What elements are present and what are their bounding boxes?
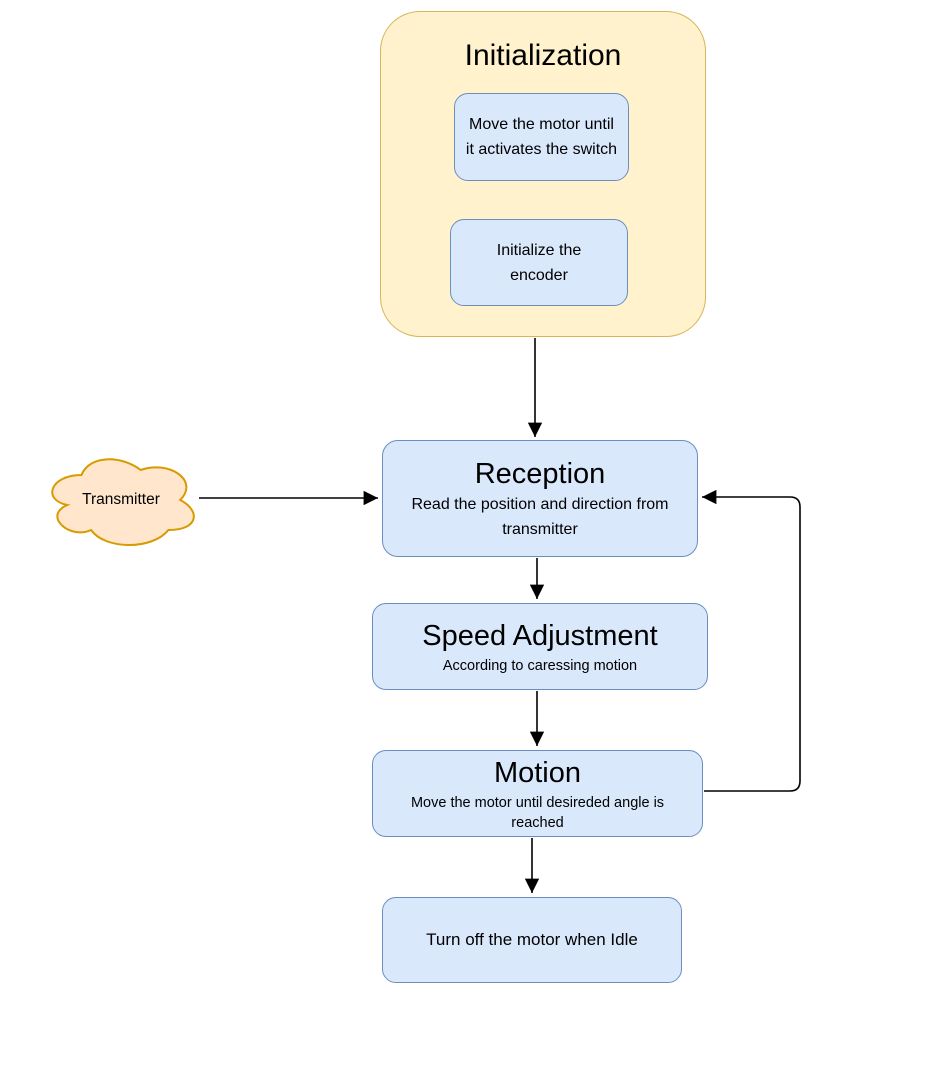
reception-title: Reception — [474, 457, 606, 490]
node-initialize-encoder-label: Initialize the encoder — [496, 241, 582, 284]
turn-off-idle-label: Turn off the motor when Idle — [426, 930, 638, 949]
node-speed-adjustment: Speed Adjustment According to caressing … — [372, 603, 708, 690]
speed-adjustment-title: Speed Adjustment — [422, 619, 658, 652]
node-move-motor-switch: Move the motor until it activates the sw… — [454, 93, 629, 181]
motion-title: Motion — [493, 756, 582, 789]
node-motion: Motion Move the motor until desireded an… — [372, 750, 703, 837]
transmitter-cloud: Transmitter — [42, 450, 200, 550]
transmitter-label: Transmitter — [82, 491, 160, 508]
node-initialize-encoder: Initialize the encoder — [450, 219, 628, 306]
node-move-motor-switch-label: Move the motor until it activates the sw… — [465, 116, 618, 158]
speed-adjustment-subtitle: According to caressing motion — [442, 657, 638, 674]
node-reception: Reception Read the position and directio… — [382, 440, 698, 557]
initialization-group: Initialization Move the motor until it a… — [380, 11, 706, 337]
arrow-motion-to-reception-feedback — [702, 489, 801, 792]
node-turn-off-idle: Turn off the motor when Idle — [382, 897, 682, 983]
cloud-icon — [51, 458, 195, 546]
initialization-title: Initialization — [464, 39, 622, 72]
reception-subtitle: Read the position and direction from tra… — [411, 495, 669, 538]
motion-subtitle: Move the motor until desireded angle is … — [410, 794, 665, 831]
